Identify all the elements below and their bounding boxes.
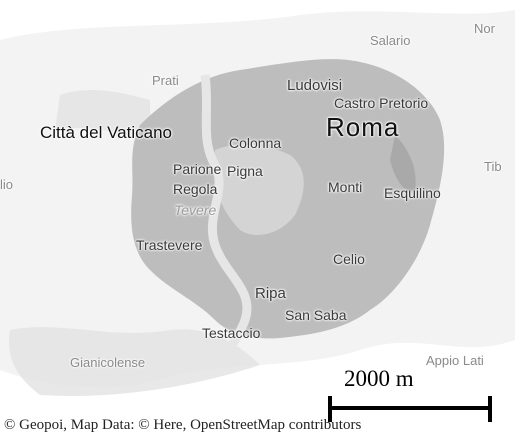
label-regola: Regola bbox=[173, 181, 218, 197]
label-monti: Monti bbox=[328, 179, 363, 195]
label-tevere: Tevere bbox=[174, 202, 217, 218]
label-pigna: Pigna bbox=[227, 163, 263, 179]
label-aurelio: lio bbox=[0, 177, 14, 192]
label-celio: Celio bbox=[333, 251, 365, 267]
label-ludovisi: Ludovisi bbox=[287, 77, 343, 94]
label-salario: Salario bbox=[370, 33, 411, 48]
label-parione: Parione bbox=[173, 161, 222, 177]
label-gianicolense: Gianicolense bbox=[70, 355, 146, 370]
scale-bar-label: 2000 m bbox=[342, 366, 416, 392]
label-esquilino: Esquilino bbox=[384, 185, 441, 201]
label-appio-latino: Appio Lati bbox=[426, 353, 484, 368]
label-san-saba: San Saba bbox=[285, 307, 347, 323]
label-testaccio: Testaccio bbox=[202, 325, 261, 341]
label-prati: Prati bbox=[152, 73, 179, 88]
scale-bar: 2000 m bbox=[328, 366, 498, 426]
map-attribution: © Geopoi, Map Data: © Here, OpenStreetMa… bbox=[4, 417, 362, 433]
rail-area bbox=[390, 135, 416, 191]
label-citta-del-vaticano: Città del Vaticano bbox=[40, 123, 172, 142]
label-roma: Roma bbox=[326, 112, 400, 142]
label-trastevere: Trastevere bbox=[136, 237, 203, 253]
scale-bar-right-tick bbox=[488, 396, 492, 422]
label-ripa: Ripa bbox=[255, 285, 286, 302]
label-nomentano: Nor bbox=[474, 21, 495, 36]
historic-center bbox=[214, 144, 304, 235]
southwest-terrain bbox=[9, 327, 260, 396]
vatican-terrain bbox=[55, 90, 150, 140]
scale-bar-line bbox=[330, 406, 492, 410]
label-colonna: Colonna bbox=[229, 135, 282, 151]
label-tiburtino: Tib bbox=[484, 159, 502, 174]
tevere-river bbox=[200, 74, 252, 362]
label-castro-pretorio: Castro Pretorio bbox=[334, 95, 429, 111]
